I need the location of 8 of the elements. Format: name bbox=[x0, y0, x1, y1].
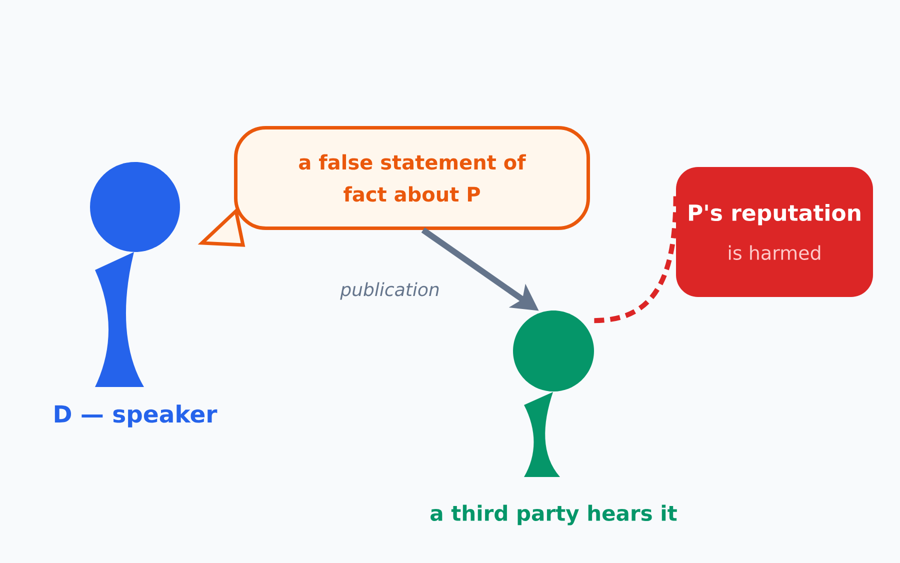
person-figure bbox=[513, 310, 594, 477]
figure-caption: a third party hears it bbox=[430, 504, 677, 526]
person-figure bbox=[90, 162, 180, 387]
speech-bubble: a false statement of fact about P bbox=[198, 126, 590, 247]
dashed-curve bbox=[594, 196, 678, 324]
edge-label: publication bbox=[338, 280, 442, 302]
figure-caption: D — speaker bbox=[54, 404, 218, 428]
rounded-box: P's reputation is harmed bbox=[676, 167, 873, 297]
